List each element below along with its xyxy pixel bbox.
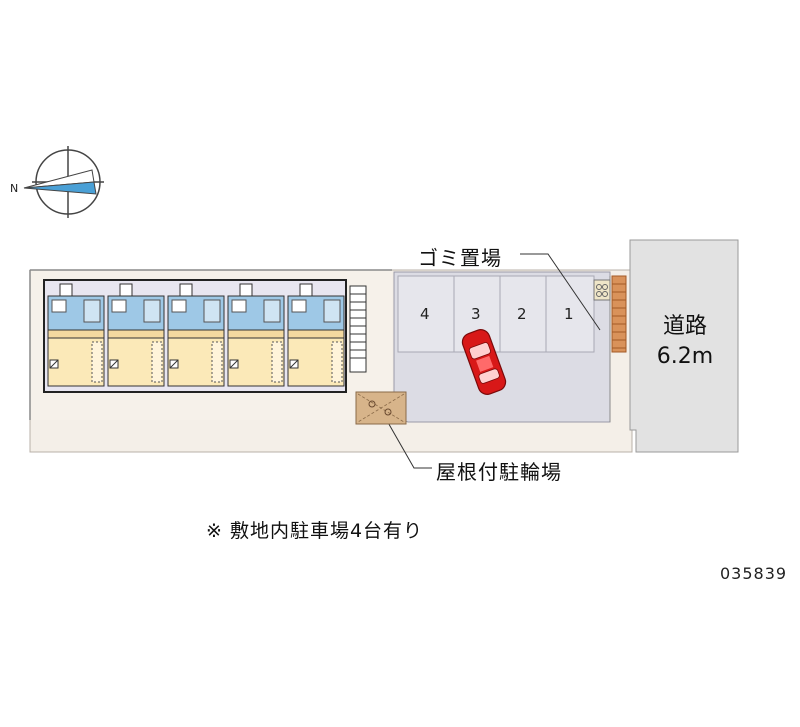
- property-code: 035839: [720, 564, 788, 583]
- unit-5: [287, 295, 345, 387]
- garbage-area-label: ゴミ置場: [418, 246, 502, 270]
- parking-lot: [393, 271, 611, 423]
- unit-3: [167, 295, 225, 387]
- road-width: 6.2m: [656, 344, 714, 369]
- compass-icon: N: [10, 146, 104, 218]
- parking-space-number-2: 2: [517, 305, 527, 323]
- unit-1: [47, 295, 105, 387]
- parking-space-number-1: 1: [564, 305, 574, 323]
- unit-2: [107, 295, 165, 387]
- road: [629, 239, 739, 453]
- car-icon: [461, 329, 507, 395]
- apartment-building: [43, 279, 367, 393]
- parking-space-number-4: 4: [420, 305, 430, 323]
- compass-north-letter: N: [10, 182, 18, 195]
- bike-parking-label: 屋根付駐輪場: [436, 460, 562, 484]
- parking-space-number-3: 3: [471, 305, 481, 323]
- parking-note: ※ 敷地内駐車場4台有り: [206, 520, 424, 542]
- garbage-leader-line: [520, 253, 601, 331]
- garbage-box-icon: [593, 279, 611, 301]
- bike-parking-icon: [355, 391, 407, 425]
- staircase-icon: [349, 285, 367, 373]
- unit-4: [227, 295, 285, 387]
- road-name: 道路: [662, 314, 707, 339]
- bike-parking-leader-line: [381, 411, 432, 469]
- road-label: 道路 6.2m: [648, 312, 722, 372]
